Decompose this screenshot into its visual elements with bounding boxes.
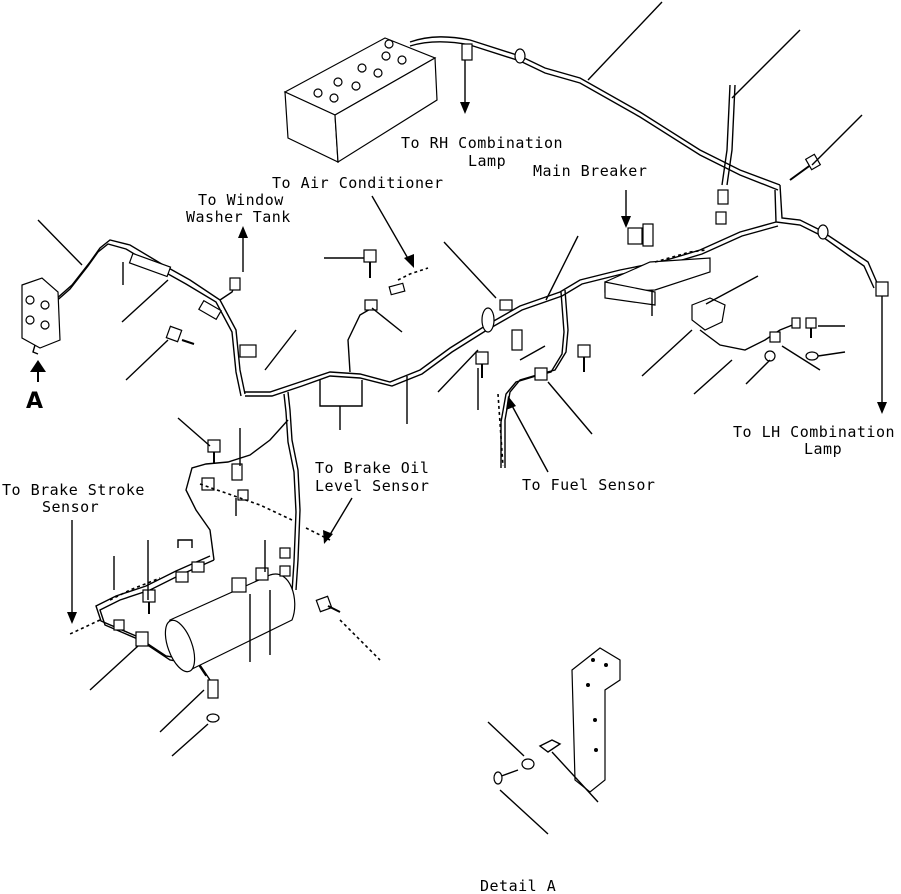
- air-conditioner-label: To Air Conditioner: [272, 174, 444, 192]
- lh-lamp-label-line2: Lamp: [804, 440, 842, 458]
- bolt-icon: [165, 325, 195, 345]
- washer-icon: [805, 351, 819, 361]
- bolt-icon: [475, 351, 489, 378]
- bolt-icon: [577, 344, 591, 372]
- main-breaker-label: Main Breaker: [533, 162, 647, 180]
- sensor-leads: [69, 249, 707, 661]
- window-washer-label-line2: Washer Tank: [186, 208, 291, 226]
- brake-stroke-label-line1: To Brake Stroke: [2, 481, 145, 499]
- connector-icon: [461, 43, 473, 61]
- battery-icon: [283, 37, 438, 164]
- detail-a-caption: Detail A: [480, 877, 556, 894]
- rh-lamp-label-line2: Lamp: [468, 152, 506, 170]
- bolt-icon: [142, 589, 156, 614]
- fuel-sensor-label: To Fuel Sensor: [522, 476, 655, 494]
- brake-oil-label-line1: To Brake Oil: [315, 459, 429, 477]
- bolt-icon: [363, 249, 377, 278]
- bolt-icon: [207, 439, 221, 464]
- labels: To RH Combination Lamp To Air Conditione…: [2, 134, 895, 894]
- hardware-parts: [113, 43, 889, 723]
- washer-icon: [206, 713, 220, 723]
- brake-stroke-label-line2: Sensor: [42, 498, 99, 516]
- window-washer-label-line1: To Window: [198, 191, 284, 209]
- callout-arrows: [30, 60, 887, 624]
- leader-lines: [37, 1, 863, 835]
- bracket-icon: [21, 277, 61, 355]
- bolt-icon: [805, 317, 817, 338]
- main-breaker-icon: [604, 223, 711, 306]
- air-tank-icon: [164, 573, 296, 673]
- detail-a-bracket-icon: [493, 647, 621, 793]
- brake-oil-label-line2: Level Sensor: [315, 477, 429, 495]
- lh-lamp-label-line1: To LH Combination: [733, 423, 895, 441]
- rh-lamp-label-line1: To RH Combination: [401, 134, 563, 152]
- view-a-label: A: [26, 389, 43, 414]
- bolt-icon: [315, 595, 341, 613]
- connector-icon: [875, 281, 889, 297]
